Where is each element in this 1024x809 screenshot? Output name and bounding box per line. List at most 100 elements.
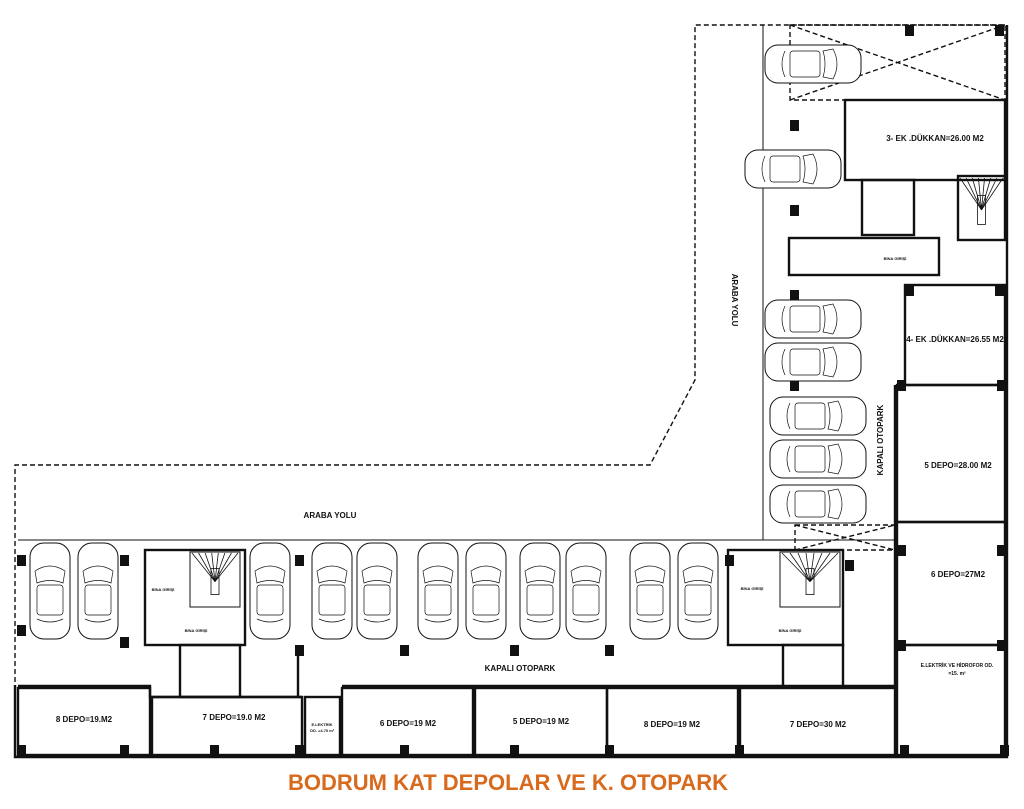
column <box>897 545 906 556</box>
car-icon <box>565 542 607 640</box>
stair-tread <box>214 552 219 582</box>
car-body <box>677 542 719 640</box>
column <box>735 745 744 756</box>
car-roof <box>636 584 664 616</box>
parked-cars <box>29 44 867 640</box>
column <box>17 625 26 636</box>
column <box>995 285 1004 296</box>
car-roof <box>36 584 64 616</box>
stair-tread <box>204 552 216 582</box>
car-body <box>629 542 671 640</box>
stair-tread <box>971 177 982 211</box>
column <box>790 290 799 301</box>
stair-tread <box>214 552 232 582</box>
car-rear-window <box>684 618 712 623</box>
stair-tread <box>981 177 992 211</box>
car-rear-window <box>636 618 664 623</box>
car-windshield <box>827 400 843 432</box>
car-icon <box>629 542 671 640</box>
car-windshield <box>524 565 556 584</box>
car-icon <box>677 542 719 640</box>
car-windshield <box>822 346 838 378</box>
entrance-label: BİNA GİRİŞİ <box>152 587 175 592</box>
stair-tread <box>805 552 811 582</box>
stair-well <box>977 194 986 225</box>
car-roof <box>794 490 826 518</box>
room-label: 4- EK .DÜKKAN=26.55 M2 <box>906 335 1004 344</box>
car-windshield <box>570 565 602 584</box>
car-windshield <box>822 48 838 80</box>
car-rear-window <box>781 348 786 376</box>
column <box>510 745 519 756</box>
car-body <box>565 542 607 640</box>
room-area: OD. =4.70 m² <box>310 728 335 733</box>
column <box>120 745 129 756</box>
car-rear-window <box>781 50 786 78</box>
car-roof <box>472 584 500 616</box>
stair-tread <box>781 552 811 582</box>
car-rear-window <box>256 618 284 623</box>
car-rear-window <box>84 618 112 623</box>
car-roof <box>424 584 452 616</box>
column <box>210 745 219 756</box>
room-label: 8 DEPO=19 M2 <box>644 720 701 729</box>
car-windshield <box>254 565 286 584</box>
car-icon <box>356 542 398 640</box>
column <box>295 555 304 566</box>
car-rear-window <box>781 305 786 333</box>
car-icon <box>769 439 867 479</box>
column <box>605 745 614 756</box>
column <box>905 285 914 296</box>
car-rear-window <box>761 155 766 183</box>
car-body <box>519 542 561 640</box>
column <box>997 545 1006 556</box>
car-roof <box>572 584 600 616</box>
car-icon <box>769 396 867 436</box>
car-roof <box>84 584 112 616</box>
site-boundary <box>14 24 1005 690</box>
car-body <box>77 542 119 640</box>
column <box>17 745 26 756</box>
car-windshield <box>316 565 348 584</box>
car-windshield <box>34 565 66 584</box>
car-rear-window <box>472 618 500 623</box>
room-label: 6 DEPO=19 M2 <box>380 719 437 728</box>
car-rear-window <box>786 402 791 430</box>
column <box>845 560 854 571</box>
column <box>790 120 799 131</box>
stair-tread <box>809 552 823 582</box>
room-label: 6 DEPO=27M2 <box>931 570 986 579</box>
entrance-label: BİNA GİRİŞİ <box>185 628 208 633</box>
car-body <box>764 342 862 382</box>
room-label: 7 DEPO=19.0 M2 <box>203 713 266 722</box>
stair-tread <box>981 177 998 211</box>
car-windshield <box>682 565 714 584</box>
stair-tread <box>965 177 982 211</box>
car-rear-window <box>318 618 346 623</box>
car-icon <box>764 299 862 339</box>
car-body <box>744 149 842 189</box>
column <box>905 25 914 36</box>
column <box>725 555 734 566</box>
car-roof <box>794 445 826 473</box>
car-windshield <box>822 303 838 335</box>
driveway-label: ARABA YOLU <box>304 511 357 520</box>
car-roof <box>789 348 821 376</box>
car-icon <box>29 542 71 640</box>
covered-parking-label: KAPALI OTOPARK <box>485 664 556 673</box>
car-rear-window <box>363 618 391 623</box>
car-windshield <box>82 565 114 584</box>
car-roof <box>526 584 554 616</box>
car-body <box>769 439 867 479</box>
entrance-label: BİNA GİRİŞİ <box>884 256 907 261</box>
car-body <box>249 542 291 640</box>
car-body <box>29 542 71 640</box>
car-roof <box>789 305 821 333</box>
room-label: E.LEKTRİK VE HİDROFOR OD. <box>921 662 994 669</box>
car-icon <box>764 342 862 382</box>
stair-tread <box>981 177 985 210</box>
car-body <box>764 299 862 339</box>
car-rear-window <box>424 618 452 623</box>
car-roof <box>363 584 391 616</box>
